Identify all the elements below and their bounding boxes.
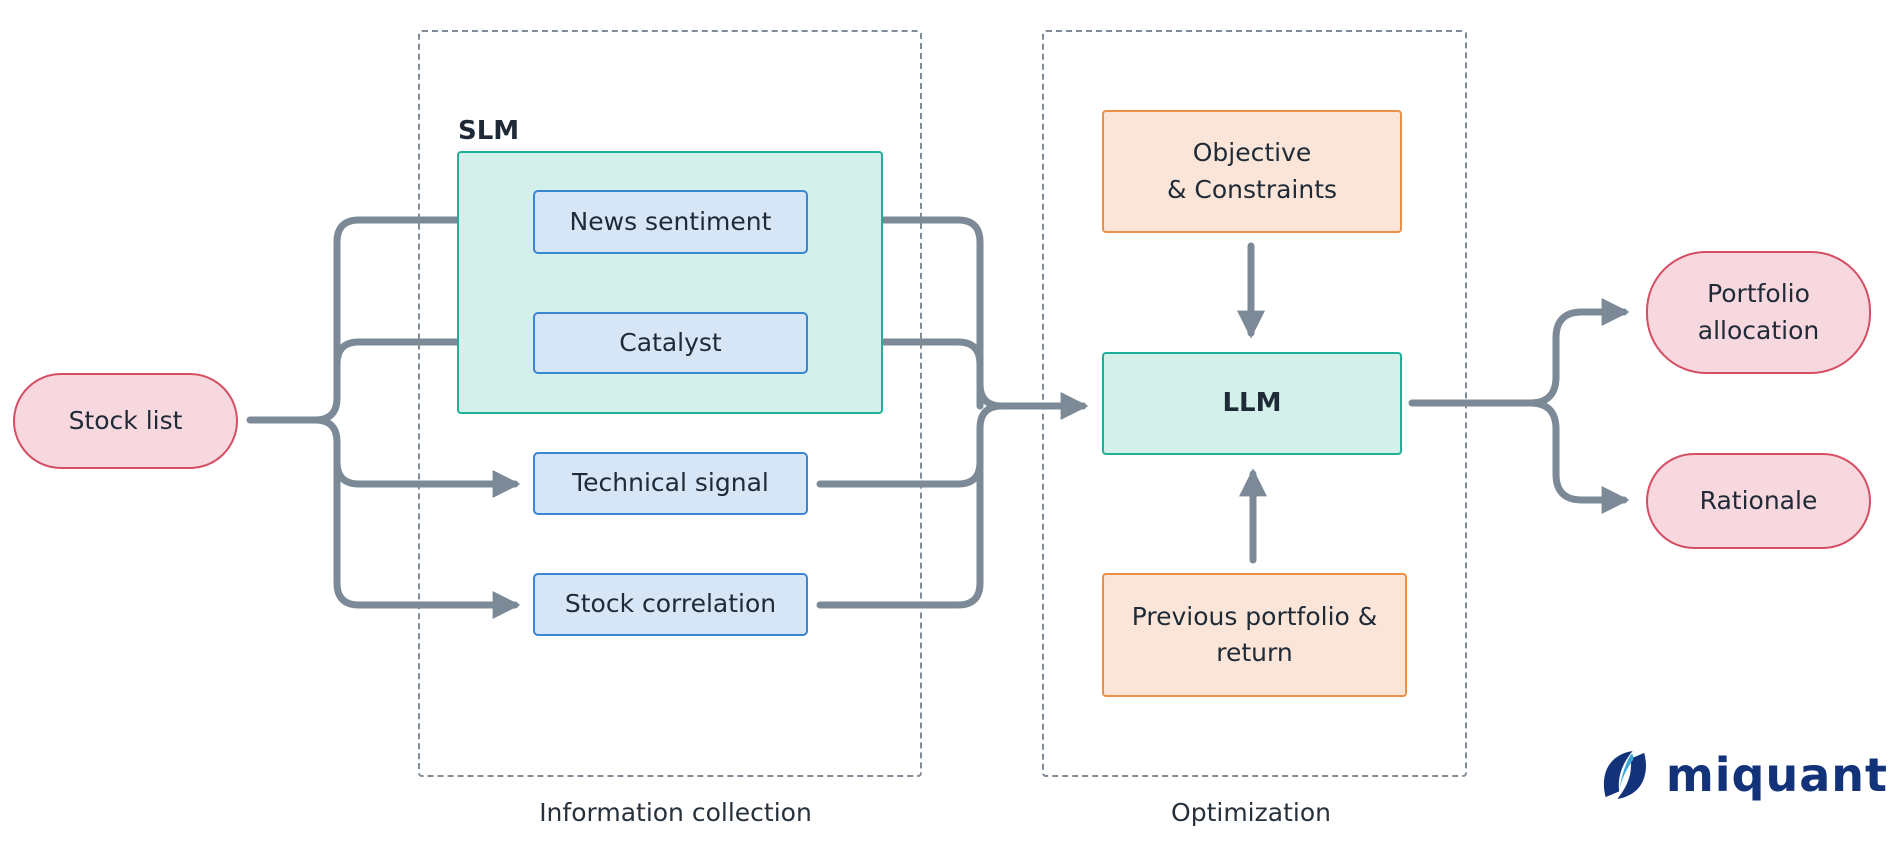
llm-label: LLM [1222, 387, 1282, 418]
connector-to-rationale [1526, 399, 1630, 514]
connector-catalyst-out [878, 338, 984, 410]
technical-signal-node: Technical signal [533, 452, 808, 515]
information-collection-group [418, 30, 922, 777]
connector-to-correlation [333, 438, 521, 619]
objective-label-line2: & Constraints [1166, 174, 1338, 204]
portfolio-allocation-node: Portfolio allocation [1646, 251, 1871, 374]
objective-constraints-node: Objective & Constraints [1102, 110, 1402, 233]
stock-list-node: Stock list [13, 373, 238, 469]
connector-news-out [878, 216, 1006, 410]
slm-label: SLM [458, 116, 520, 146]
technical-signal-label: Technical signal [572, 468, 769, 498]
portfolio-label-line2: allocation [1697, 315, 1820, 345]
previous-label-line1: Previous portfolio & [1131, 601, 1378, 631]
catalyst-node: Catalyst [533, 312, 808, 374]
stock-list-label: Stock list [68, 405, 183, 435]
rationale-label: Rationale [1699, 485, 1818, 515]
stock-correlation-node: Stock correlation [533, 573, 808, 636]
objective-label-line1: Objective [1192, 138, 1312, 168]
catalyst-label: Catalyst [619, 327, 722, 357]
connector-correlation-out [816, 424, 984, 609]
connector-to-catalyst [333, 338, 461, 402]
news-sentiment-node: News sentiment [533, 190, 808, 254]
rationale-node: Rationale [1646, 453, 1871, 549]
llm-node: LLM [1102, 352, 1402, 455]
previous-portfolio-node: Previous portfolio & return [1102, 573, 1407, 697]
previous-label-line2: return [1216, 638, 1293, 667]
information-collection-label: Information collection [539, 798, 812, 827]
optimization-group [1042, 30, 1467, 777]
portfolio-label-line1: Portfolio [1707, 279, 1810, 309]
miquant-logo-mark [1603, 750, 1646, 800]
miquant-logo-text: miquant [1665, 748, 1888, 802]
news-sentiment-label: News sentiment [569, 206, 772, 236]
optimization-label: Optimization [1171, 798, 1331, 827]
stock-correlation-label: Stock correlation [564, 589, 777, 619]
miquant-logo: miquant [1598, 740, 1888, 810]
